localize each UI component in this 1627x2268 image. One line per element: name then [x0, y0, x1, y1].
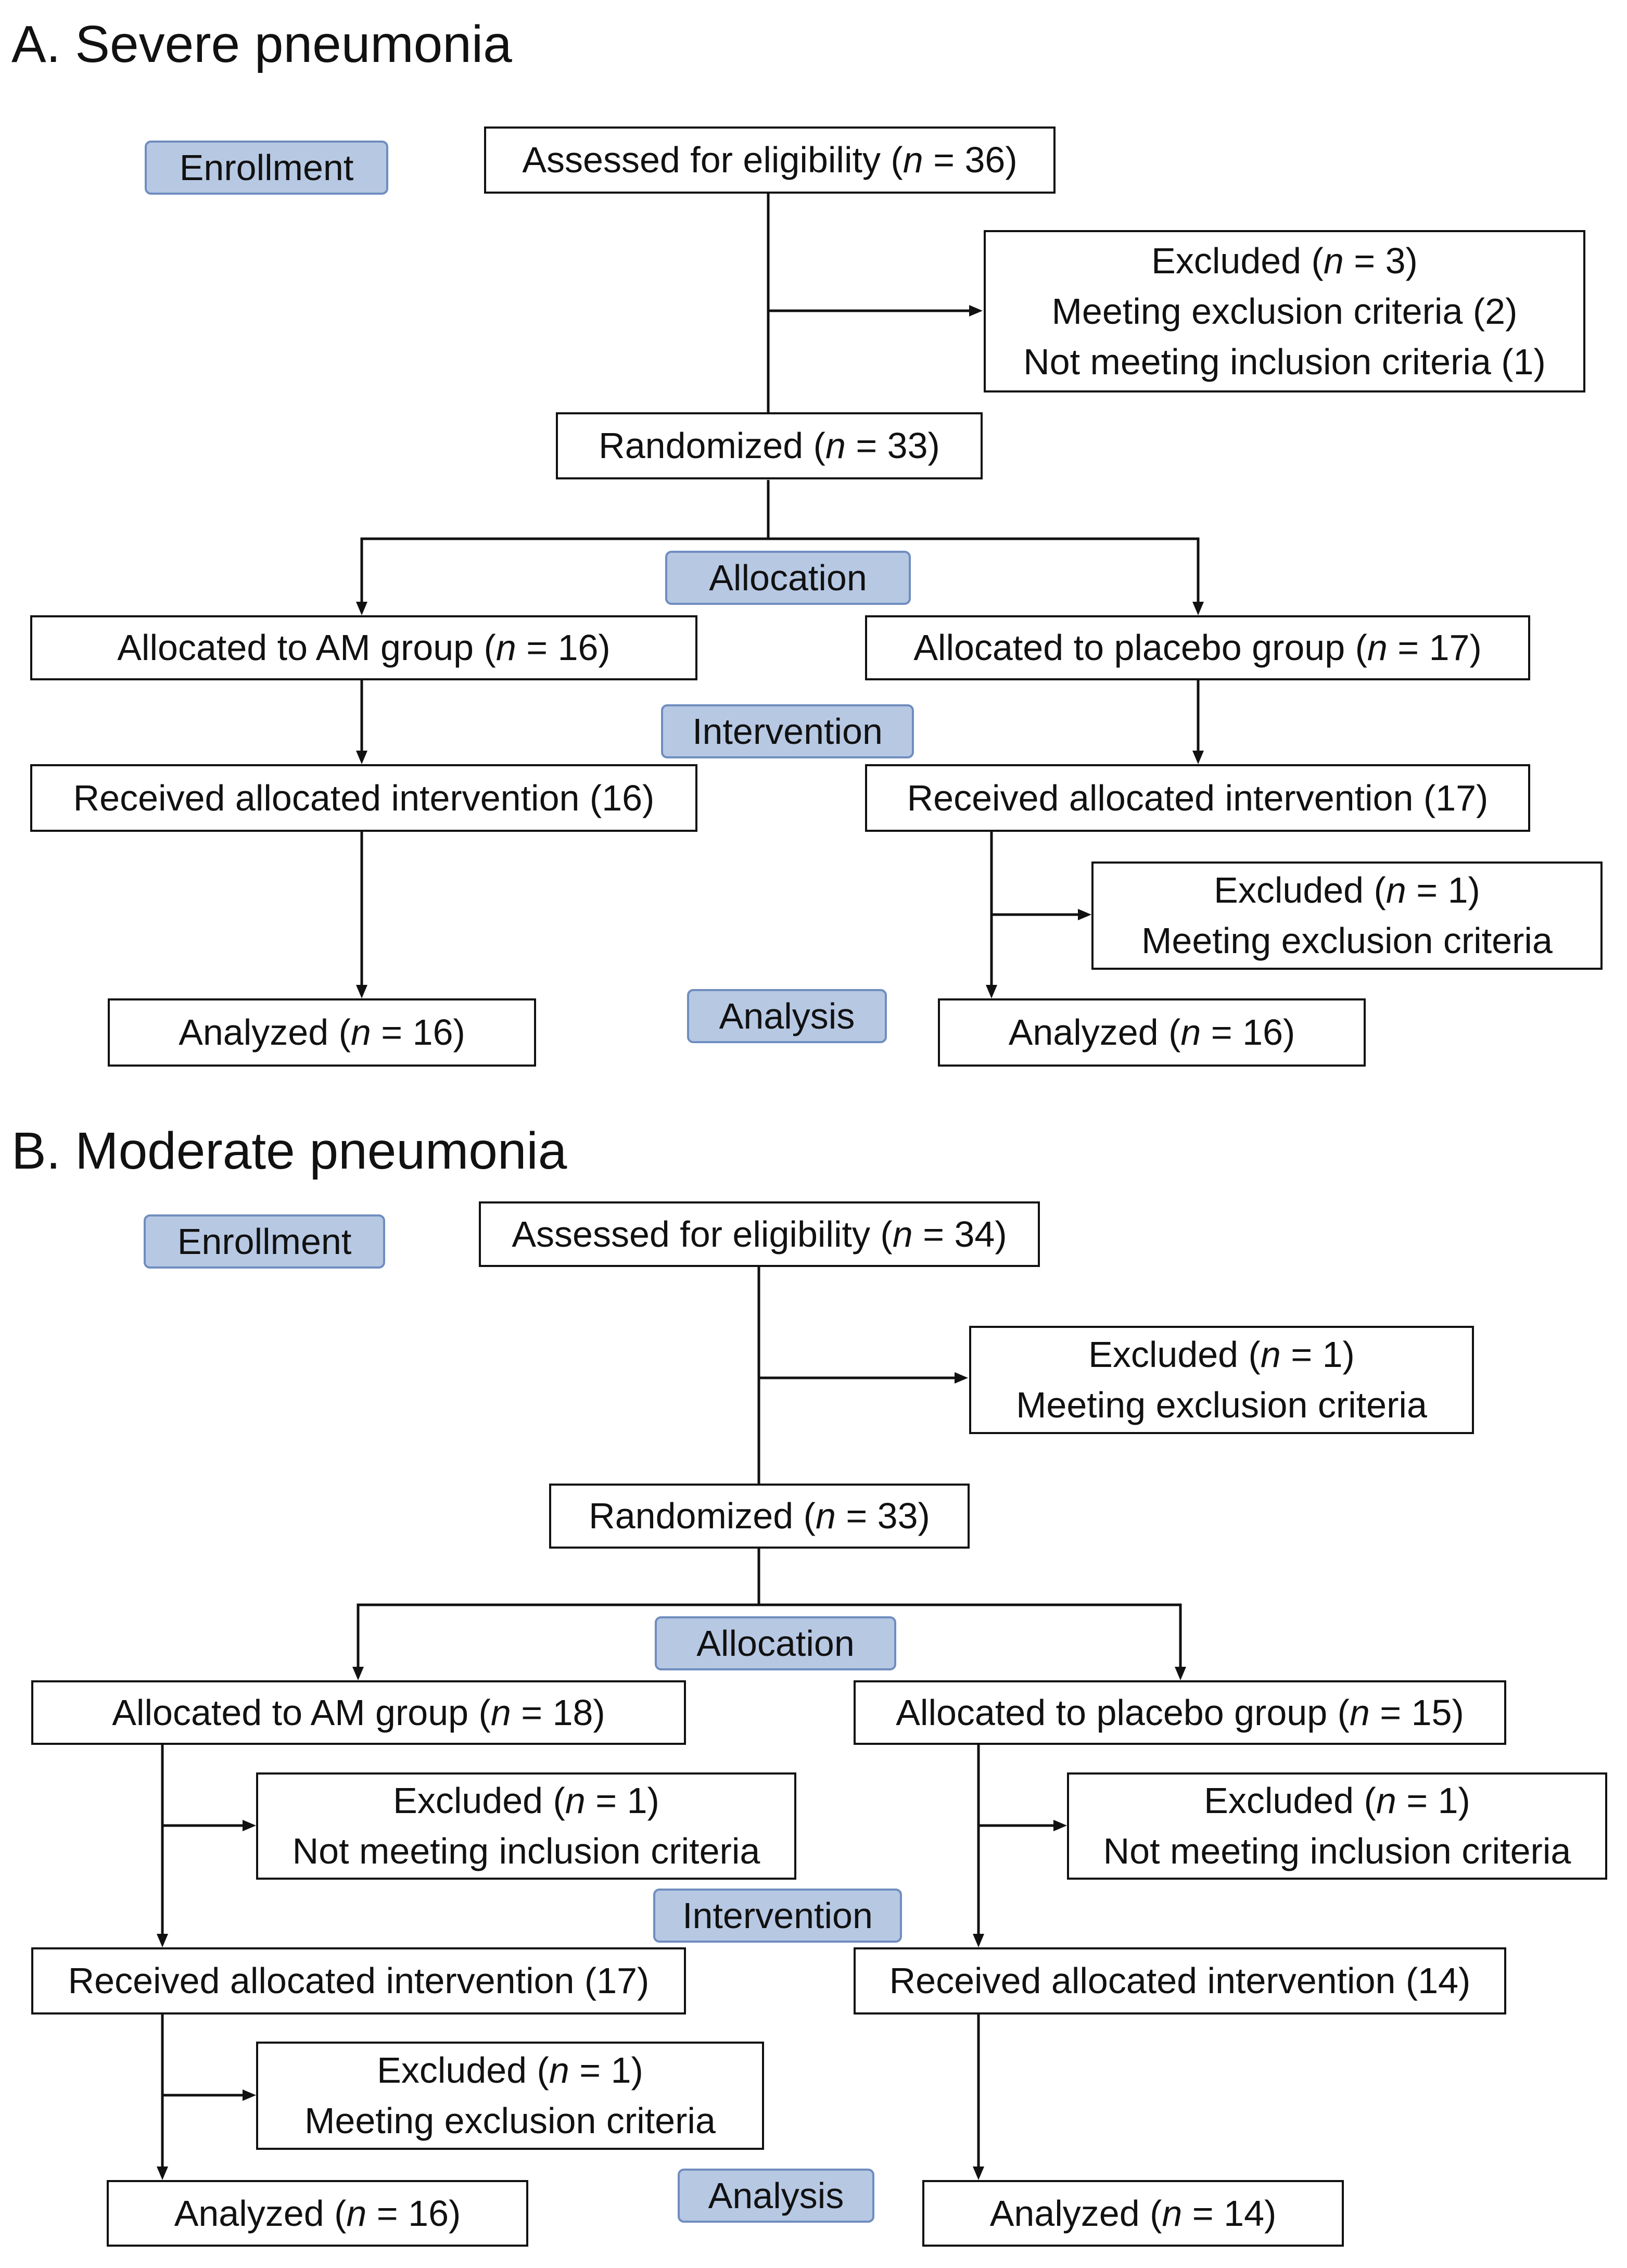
panel-b-am-received-box: Received allocated intervention (17) [31, 1947, 686, 2014]
panel-b-stage-enrollment: Enrollment [144, 1214, 385, 1269]
panel-b-title: B. Moderate pneumonia [11, 1122, 567, 1180]
arrowhead-a-am-allocated [356, 602, 367, 615]
arrowhead-a-placebo-analyzed [986, 985, 997, 998]
arrowhead-b-placebo-allocated [1175, 1667, 1186, 1680]
panel-a-randomized-box: Randomized (n = 33) [556, 412, 983, 479]
connector-b-allocation-bar [357, 1603, 1182, 1674]
panel-b-am-analyzed-box: Analyzed (n = 16) [107, 2180, 528, 2247]
arrowhead-b-am-post-exclusion [243, 2089, 256, 2101]
panel-a-stage-allocation: Allocation [665, 551, 911, 605]
arrowhead-b-am-analyzed [157, 2166, 168, 2180]
panel-a-am-analyzed-box: Analyzed (n = 16) [108, 998, 536, 1067]
panel-a-am-allocated-box: Allocated to AM group (n = 16) [30, 615, 697, 680]
panel-b-assessed-box: Assessed for eligibility (n = 34) [479, 1201, 1040, 1267]
panel-b-stage-analysis: Analysis [678, 2169, 874, 2223]
arrowhead-a-am-analyzed [356, 985, 367, 998]
arrowhead-a-placebo-allocated [1192, 602, 1204, 615]
panel-a-placebo-analyzed-box: Analyzed (n = 16) [938, 998, 1366, 1067]
panel-b-placebo-allocated-box: Allocated to placebo group (n = 15) [854, 1680, 1506, 1745]
arrowhead-b-exclusion [955, 1372, 968, 1384]
arrowhead-b-am-pre-exclusion [243, 1820, 256, 1831]
panel-b-placebo-analyzed-box: Analyzed (n = 14) [922, 2180, 1344, 2247]
arrowhead-b-placebo-pre-exclusion [1053, 1820, 1067, 1831]
panel-b-stage-allocation: Allocation [655, 1616, 896, 1670]
panel-a-placebo-excluded-box: Excluded (n = 1) Meeting exclusion crite… [1091, 861, 1603, 970]
arrowhead-a-am-received [356, 751, 367, 764]
panel-a-assessed-box: Assessed for eligibility (n = 36) [484, 126, 1056, 194]
panel-a-am-received-box: Received allocated intervention (16) [30, 764, 697, 832]
panel-a-excluded-enrollment-box: Excluded (n = 3) Meeting exclusion crite… [984, 230, 1585, 392]
arrowhead-a-placebo-exclusion [1078, 909, 1091, 920]
arrowhead-a-placebo-received [1192, 751, 1204, 764]
panel-a-stage-enrollment: Enrollment [145, 141, 388, 195]
panel-b-am-allocated-box: Allocated to AM group (n = 18) [31, 1680, 686, 1745]
panel-a-placebo-allocated-box: Allocated to placebo group (n = 17) [865, 615, 1530, 680]
arrowhead-b-am-received [157, 1934, 168, 1947]
arrowhead-b-placebo-received [973, 1934, 984, 1947]
connector-a-allocation-bar [360, 537, 1200, 609]
panel-a-stage-intervention: Intervention [661, 704, 914, 758]
arrowhead-a-exclusion [969, 305, 983, 316]
panel-b-am-excluded-post-box: Excluded (n = 1) Meeting exclusion crite… [256, 2042, 764, 2150]
panel-b-placebo-excluded-pre-box: Excluded (n = 1) Not meeting inclusion c… [1067, 1772, 1607, 1880]
panel-a-title: A. Severe pneumonia [11, 15, 512, 73]
panel-b-randomized-box: Randomized (n = 33) [549, 1484, 970, 1549]
panel-b-excluded-enrollment-box: Excluded (n = 1) Meeting exclusion crite… [969, 1326, 1474, 1434]
arrowhead-b-am-allocated [352, 1667, 364, 1680]
panel-b-placebo-received-box: Received allocated intervention (14) [854, 1947, 1506, 2014]
panel-b-am-excluded-pre-box: Excluded (n = 1) Not meeting inclusion c… [256, 1772, 796, 1880]
panel-a-placebo-received-box: Received allocated intervention (17) [865, 764, 1530, 832]
panel-b-stage-intervention: Intervention [653, 1889, 902, 1943]
panel-a-stage-analysis: Analysis [687, 989, 887, 1043]
arrowhead-b-placebo-analyzed [973, 2166, 984, 2180]
